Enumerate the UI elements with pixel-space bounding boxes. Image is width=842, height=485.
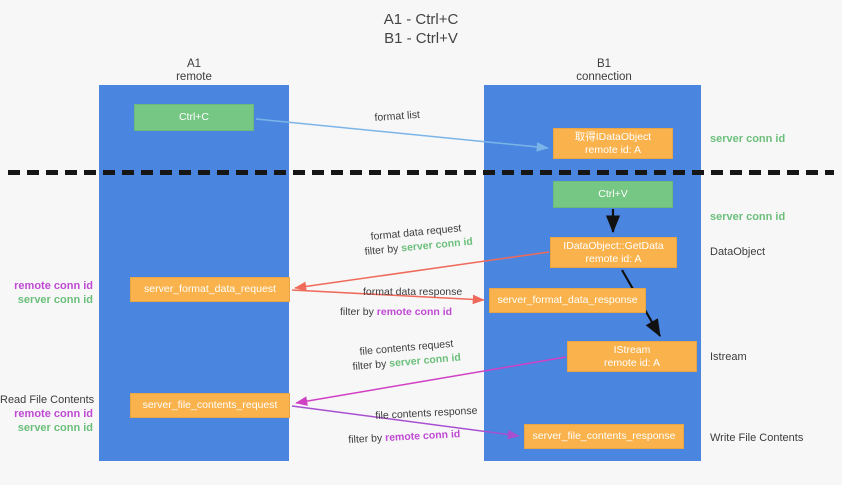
node-idataobject[interactable]: 取得IDataObject remote id: A bbox=[553, 128, 673, 159]
label-remote-conn-id-1: remote conn id bbox=[14, 280, 93, 292]
node-server-format-data-response-label: server_format_data_response bbox=[497, 294, 638, 307]
label-remote-conn-id-2: remote conn id bbox=[14, 408, 93, 420]
label-write-file-contents: Write File Contents bbox=[710, 432, 804, 444]
filter-value-4: remote conn id bbox=[384, 428, 461, 445]
node-istream-line2: remote id: A bbox=[603, 356, 661, 369]
label-dataobject: DataObject bbox=[710, 246, 766, 258]
label-server-conn-id-top: server conn id bbox=[710, 133, 786, 145]
node-istream[interactable]: IStream remote id: A bbox=[567, 341, 697, 372]
column-b1-name: B1 bbox=[596, 58, 612, 70]
label-istream: Istream bbox=[710, 351, 747, 363]
column-header-a1: A1 remote bbox=[114, 58, 274, 84]
column-b1-role: connection bbox=[576, 71, 632, 83]
node-istream-line1: IStream bbox=[613, 344, 651, 356]
label-server-conn-id-2: server conn id bbox=[17, 422, 93, 434]
annotation-format-data-response-filter: filter by remote conn id bbox=[340, 305, 452, 319]
title-line-1: A1 - Ctrl+C bbox=[383, 11, 459, 28]
column-a1-name: A1 bbox=[186, 58, 202, 70]
node-ctrl-c-line1: Ctrl+C bbox=[178, 111, 210, 124]
label-group-file-contents: Read File Contents remote conn id server… bbox=[0, 393, 95, 435]
node-idataobject-getdata[interactable]: IDataObject::GetData remote id: A bbox=[550, 237, 677, 268]
title-line-2: B1 - Ctrl+V bbox=[384, 30, 458, 47]
node-getdata-line1: IDataObject::GetData bbox=[563, 240, 664, 252]
node-server-file-contents-request[interactable]: server_file_contents_request bbox=[130, 393, 290, 418]
annotation-format-list: format list bbox=[374, 108, 421, 124]
label-server-conn-id-1: server conn id bbox=[17, 294, 93, 306]
label-server-conn-id-mid: server conn id bbox=[710, 211, 786, 223]
node-server-file-contents-response-label: server_file_contents_response bbox=[532, 430, 676, 443]
filter-prefix-2: filter by bbox=[340, 306, 377, 318]
filter-value-2: remote conn id bbox=[376, 306, 453, 318]
page-title: A1 - Ctrl+C B1 - Ctrl+V bbox=[0, 10, 842, 48]
node-getdata-line2: remote id: A bbox=[585, 252, 642, 265]
column-header-b1: B1 connection bbox=[524, 58, 684, 84]
filter-prefix-3: filter by bbox=[352, 357, 390, 373]
node-idataobject-line1: 取得IDataObject bbox=[574, 131, 652, 143]
node-server-file-contents-response[interactable]: server_file_contents_response bbox=[524, 424, 684, 449]
node-ctrl-v-line1: Ctrl+V bbox=[598, 188, 628, 201]
column-a1-role: remote bbox=[176, 71, 212, 83]
label-group-format-data: remote conn id server conn id bbox=[0, 279, 93, 307]
phase-divider-dashed-line bbox=[8, 170, 834, 175]
node-server-format-data-request-label: server_format_data_request bbox=[144, 283, 276, 296]
node-idataobject-line2: remote id: A bbox=[584, 143, 642, 156]
node-server-format-data-request[interactable]: server_format_data_request bbox=[130, 277, 290, 302]
annotation-file-contents-response: file contents response bbox=[375, 404, 478, 422]
filter-prefix-4: filter by bbox=[348, 432, 386, 446]
filter-prefix-1: filter by bbox=[364, 242, 402, 258]
node-server-format-data-response[interactable]: server_format_data_response bbox=[489, 288, 646, 313]
node-server-file-contents-request-label: server_file_contents_request bbox=[142, 399, 278, 412]
node-ctrl-c[interactable]: Ctrl+C bbox=[134, 104, 254, 131]
annotation-format-data-response: format data response bbox=[363, 286, 463, 298]
label-read-file-contents: Read File Contents bbox=[0, 394, 95, 406]
annotation-file-contents-response-filter: filter by remote conn id bbox=[348, 427, 461, 447]
node-ctrl-v[interactable]: Ctrl+V bbox=[553, 181, 673, 208]
